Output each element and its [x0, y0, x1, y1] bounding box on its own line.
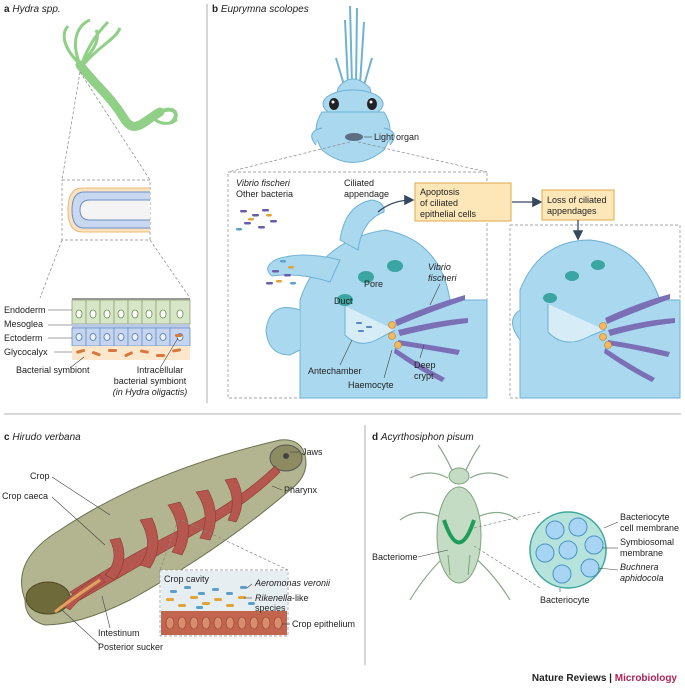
label-bacteriocyte: Bacteriocyte: [540, 595, 590, 605]
label-crop-caeca: Crop caeca: [2, 491, 48, 501]
hydra-tissue-layers: [71, 298, 191, 360]
bacteria-cloud: [236, 209, 296, 285]
label-loss-2: appendages: [547, 206, 597, 216]
label-buchnera-1: Buchnera: [620, 562, 659, 572]
label-species: species: [255, 603, 286, 613]
label-jaws: Jaws: [302, 447, 323, 457]
label-symbio-2: membrane: [620, 548, 663, 558]
label-apoptosis-3: epithelial cells: [420, 209, 477, 219]
panel-b-title: b Euprymna scolopes: [212, 4, 309, 15]
label-crop-cavity: Crop cavity: [164, 574, 210, 584]
label-apoptosis-2: of ciliated: [420, 198, 458, 208]
footer-journal: Nature Reviews: [531, 673, 607, 684]
panel-c-title: c Hirudo verbana: [4, 432, 81, 443]
label-crop-epithelium: Crop epithelium: [292, 619, 355, 629]
label-deep-2: crypt: [414, 371, 434, 381]
arrow-to-apoptosis: [377, 194, 415, 213]
panel-a-title: a Hydra spp.: [4, 4, 61, 15]
panel-a: a Hydra spp.: [4, 4, 191, 397]
label-membrane-1: Bacteriocyte: [620, 512, 670, 522]
label-intracellular-2: bacterial symbiont: [114, 376, 187, 386]
label-ciliated-1: Ciliated: [344, 178, 374, 188]
aphid-illustration: [399, 444, 519, 601]
panel-b: b Euprymna scolopes Light organ: [212, 4, 681, 399]
crop-cavity-section: [161, 571, 287, 635]
label-ciliated-2: appendage: [344, 189, 389, 199]
light-organ-section: [265, 199, 488, 399]
label-glycocalyx: Glycocalyx: [4, 347, 48, 357]
label-ectoderm: Ectoderm: [4, 333, 43, 343]
loss-box: [541, 189, 615, 221]
leech-illustration: [21, 439, 307, 626]
label-crop: Crop: [30, 471, 50, 481]
footer-section: Microbiology: [614, 673, 677, 684]
label-membrane-2: cell membrane: [620, 523, 679, 533]
label-pore: Pore: [364, 279, 383, 289]
label-apoptosis-1: Apoptosis: [420, 187, 460, 197]
hydra-cross-section: [67, 187, 150, 233]
bacteriocyte-cell: [529, 511, 607, 589]
label-intracellular-1: Intracellular: [137, 365, 184, 375]
regressed-organ-section: [512, 239, 681, 399]
squid-illustration: [311, 5, 395, 163]
label-duct: Duct: [334, 296, 353, 306]
label-intestinum: Intestinum: [98, 628, 140, 638]
label-other-bacteria: Other bacteria: [236, 189, 293, 199]
label-bacteriome: Bacteriome: [372, 552, 418, 562]
label-haemocyte: Haemocyte: [348, 380, 394, 390]
label-mesoglea: Mesoglea: [4, 319, 43, 329]
label-intracellular-3: (in Hydra oligactis): [113, 387, 188, 397]
panel-d-title: d Acyrthosiphon pisum: [372, 432, 474, 443]
label-posterior-sucker: Posterior sucker: [98, 642, 163, 652]
label-aeromonas: Aeromonas veronii: [254, 578, 331, 588]
label-vibrio-2b: fischeri: [428, 273, 458, 283]
label-rikenella: Rikenella-like: [255, 593, 309, 603]
label-vibrio-2a: Vibrio: [428, 262, 451, 272]
journal-footer: Nature Reviews | Microbiology: [532, 673, 677, 684]
footer-separator: |: [606, 673, 615, 684]
label-loss-1: Loss of ciliated: [547, 195, 607, 205]
label-endoderm: Endoderm: [4, 305, 46, 315]
label-symbio-1: Symbiosomal: [620, 537, 674, 547]
label-antechamber: Antechamber: [308, 366, 362, 376]
light-organ-zoom-box: [227, 171, 488, 399]
label-bacterial-symbiont: Bacterial symbiont: [16, 365, 90, 375]
label-pharynx: Pharynx: [284, 485, 318, 495]
hydra-illustration: [62, 18, 178, 131]
panel-c: c Hirudo verbana: [2, 432, 355, 652]
apoptosis-box: [414, 182, 512, 222]
label-deep-1: Deep: [414, 360, 436, 370]
panel-d: d Acyrthosiphon pisum: [372, 432, 679, 605]
label-light-organ: Light organ: [374, 132, 419, 142]
label-buchnera-2: aphidocola: [620, 573, 664, 583]
label-vibrio-fischeri: Vibrio fischeri: [236, 178, 291, 188]
